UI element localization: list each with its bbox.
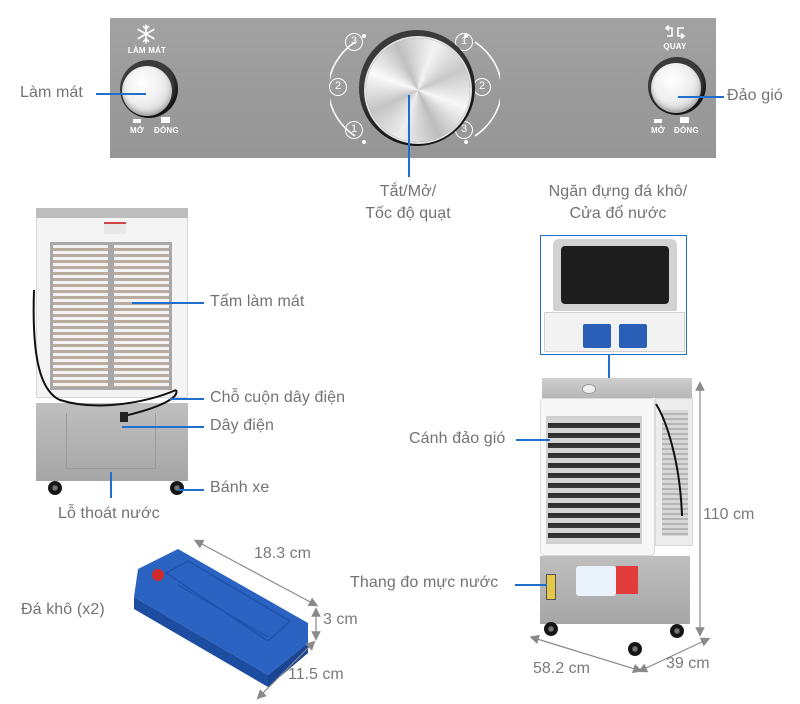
label-power-speed-line2: Tốc độ quạt bbox=[365, 205, 451, 222]
dim-cooler-width: 58.2 cm bbox=[533, 660, 590, 677]
leader-power-speed bbox=[408, 95, 410, 177]
control-panel: LÀM MÁT MỞ ĐÓNG 3 2 1 1 2 3 QUAY MỞ ĐÓNG bbox=[110, 18, 716, 158]
cooler-front-knob bbox=[582, 384, 596, 394]
snowflake-icon bbox=[136, 24, 156, 44]
cooling-pad-left bbox=[50, 242, 111, 390]
label-louvers: Cánh đảo gió bbox=[409, 430, 506, 447]
swing-knob[interactable] bbox=[651, 63, 701, 113]
leader-drain-hole bbox=[110, 472, 112, 498]
ice-compartment-inset bbox=[540, 235, 687, 355]
leader-cooling bbox=[96, 93, 146, 95]
cooling-panel-title: LÀM MÁT bbox=[127, 46, 167, 55]
label-water-gauge: Thang đo mực nước bbox=[350, 574, 499, 591]
label-swing: Đảo gió bbox=[727, 87, 783, 104]
product-sticker bbox=[104, 222, 126, 234]
cooling-open-label: MỞ bbox=[130, 126, 144, 135]
drain-cover bbox=[66, 413, 156, 469]
compartment-lid-window bbox=[561, 246, 669, 304]
ice-pack-in-tray-left bbox=[583, 324, 611, 348]
speed-knob[interactable] bbox=[366, 38, 470, 142]
label-wheels: Bánh xe bbox=[210, 479, 270, 496]
dim-cooler-height: 110 cm bbox=[703, 506, 755, 523]
wheel-front-right bbox=[670, 624, 684, 638]
swing-open-label: MỞ bbox=[651, 126, 665, 135]
label-cooling: Làm mát bbox=[20, 84, 83, 101]
dim-ice-thickness: 3 cm bbox=[323, 611, 358, 628]
cooling-close-label: ĐÓNG bbox=[154, 126, 179, 135]
close-indicator-icon bbox=[161, 117, 170, 123]
wheel-back-right bbox=[170, 481, 184, 495]
power-cord-front bbox=[655, 403, 683, 517]
louver-grille bbox=[546, 416, 642, 544]
speed-number-left-2: 2 bbox=[329, 78, 347, 96]
cooler-back-lid bbox=[36, 208, 188, 218]
label-ice-compartment-line2: Cửa đổ nước bbox=[569, 205, 667, 222]
speed-number-right-1: 1 bbox=[455, 33, 473, 51]
label-cooling-pad: Tấm làm mát bbox=[210, 293, 305, 310]
label-cord-holder: Chỗ cuộn dây điện bbox=[210, 389, 346, 406]
leader-cooling-pad bbox=[132, 302, 204, 304]
leader-ice-compartment bbox=[608, 355, 610, 380]
label-ice-compartment-line1: Ngăn đựng đá khô/ bbox=[548, 183, 688, 200]
dim-ice-width: 11.5 cm bbox=[288, 666, 344, 683]
side-grille bbox=[662, 410, 688, 536]
water-level-gauge bbox=[546, 574, 556, 600]
leader-water-gauge bbox=[515, 584, 547, 586]
wheel-back-left bbox=[48, 481, 62, 495]
ice-dimension-arrows bbox=[193, 539, 321, 700]
wheel-front-left bbox=[544, 622, 558, 636]
swing-close-label: ĐÓNG bbox=[674, 126, 699, 135]
power-cord-back bbox=[32, 290, 178, 422]
front-sticker bbox=[576, 566, 616, 596]
speed-number-right-2: 2 bbox=[473, 78, 491, 96]
warning-sticker bbox=[616, 566, 638, 594]
leader-swing bbox=[678, 96, 724, 98]
close-indicator-icon bbox=[680, 117, 689, 123]
dim-cooler-depth: 39 cm bbox=[666, 655, 710, 672]
leader-power-cord bbox=[122, 426, 204, 428]
speed-number-left-3: 3 bbox=[345, 33, 363, 51]
leader-louvers bbox=[516, 439, 550, 441]
swing-arrows-icon bbox=[664, 24, 686, 40]
swing-panel-title: QUAY bbox=[663, 42, 687, 51]
label-ice-pack: Đá khô (x2) bbox=[21, 601, 105, 618]
label-drain-hole: Lỗ thoát nước bbox=[58, 505, 160, 522]
leader-wheels bbox=[178, 489, 204, 491]
ice-pack-in-tray-right bbox=[619, 324, 647, 348]
cooling-pad-right bbox=[111, 242, 172, 390]
leader-cord-holder bbox=[170, 398, 204, 400]
open-indicator-icon bbox=[133, 119, 141, 123]
speed-number-left-1: 1 bbox=[345, 121, 363, 139]
label-power-speed-line1: Tắt/Mở/ bbox=[379, 183, 437, 200]
compartment-tray bbox=[544, 312, 685, 352]
label-power-cord: Dây điện bbox=[210, 417, 274, 434]
dim-ice-length: 18.3 cm bbox=[254, 545, 311, 562]
cooling-knob[interactable] bbox=[122, 66, 172, 116]
cooler-dimension-arrows bbox=[530, 381, 711, 674]
open-indicator-icon bbox=[654, 119, 662, 123]
cooler-front-top-panel bbox=[542, 378, 692, 398]
